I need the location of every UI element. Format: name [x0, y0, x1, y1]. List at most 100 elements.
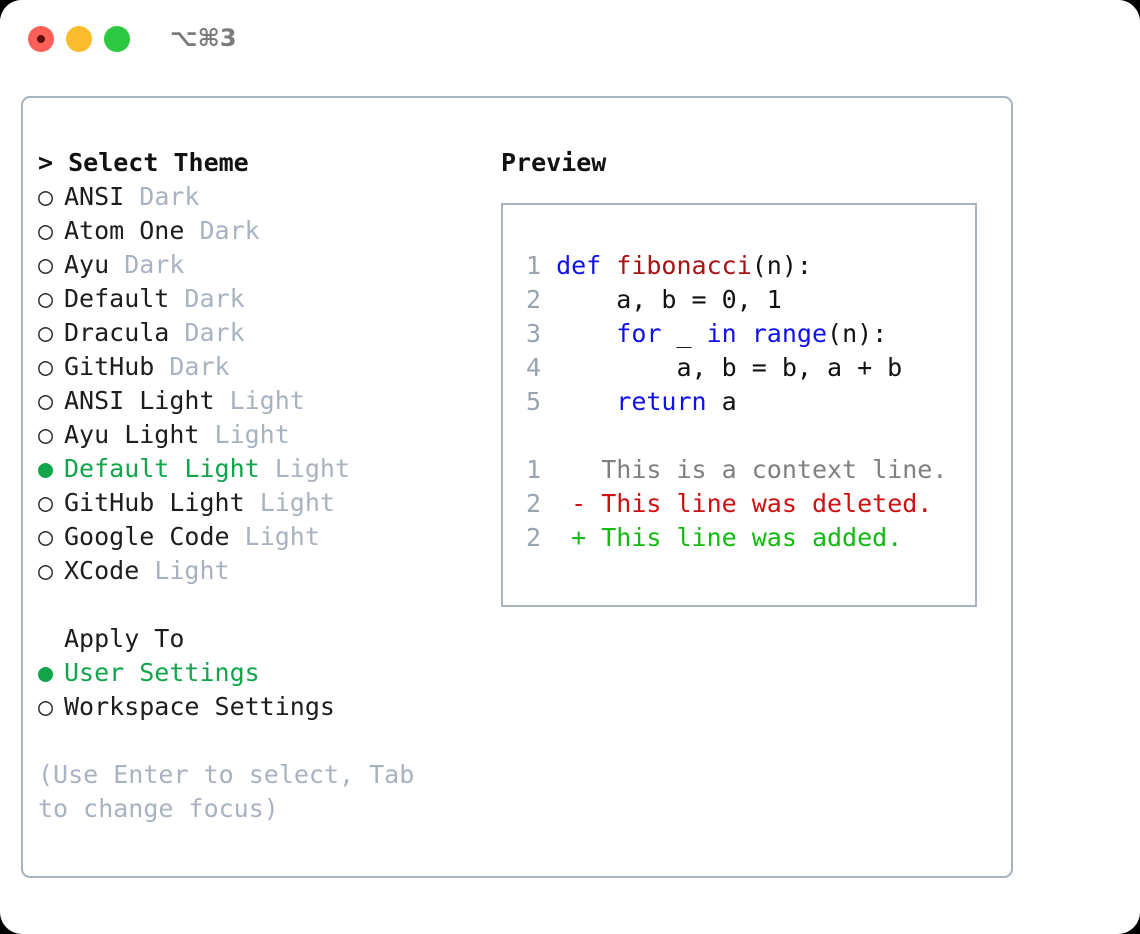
- close-button[interactable]: [28, 26, 54, 52]
- diff-marker: [571, 455, 586, 484]
- theme-option-category: Light: [214, 420, 290, 449]
- diff-sample: 1 This is a context line.2 - This line w…: [515, 453, 969, 555]
- radio-unselected-icon: ○: [38, 386, 54, 415]
- theme-option-list: ○ANSI Dark○Atom One Dark○Ayu Dark○Defaul…: [38, 180, 488, 588]
- theme-option-name: Google Code: [64, 522, 230, 551]
- theme-option-category: Light: [274, 454, 350, 483]
- theme-option-ayu[interactable]: ○Ayu Dark: [38, 248, 488, 282]
- radio-unselected-icon: ○: [38, 522, 54, 551]
- theme-option-name: Ayu Light: [64, 420, 200, 449]
- diff-text: This line was deleted.: [586, 489, 933, 518]
- zoom-button[interactable]: [104, 26, 130, 52]
- theme-option-category: Dark: [184, 284, 245, 313]
- radio-unselected-icon: ○: [38, 318, 54, 347]
- theme-option-default[interactable]: ○ Default Dark: [38, 282, 488, 316]
- radio-selected-icon: ●: [38, 454, 54, 483]
- code-line: 1 def fibonacci(n):: [515, 249, 969, 283]
- code-line: 4 a, b = b, a + b: [515, 351, 969, 385]
- code-token: in: [706, 319, 737, 348]
- theme-option-category: Dark: [184, 318, 245, 347]
- spacer: [199, 418, 214, 452]
- theme-option-ansi[interactable]: ○ANSI Dark: [38, 180, 488, 214]
- theme-option-xcode[interactable]: ○XCode Light: [38, 554, 488, 588]
- apply-to-label: Apply To: [64, 624, 185, 653]
- window-controls: [28, 26, 130, 52]
- apply-to-option-name: Workspace Settings: [64, 692, 335, 721]
- radio-unselected-icon: ○: [38, 216, 54, 245]
- theme-option-category: Light: [244, 522, 320, 551]
- theme-option-default-light[interactable]: ●Default Light Light: [38, 452, 488, 486]
- radio-unselected-icon: ○: [38, 352, 54, 381]
- diff-text: This line was added.: [586, 523, 903, 552]
- minimize-button[interactable]: [66, 26, 92, 52]
- code-token: range: [751, 319, 828, 348]
- theme-list-column: > Select Theme ○ANSI Dark○Atom One Dark○…: [38, 146, 488, 826]
- keyboard-shortcut-label: ⌥⌘3: [170, 24, 237, 52]
- theme-option-atom-one[interactable]: ○Atom One Dark: [38, 214, 488, 248]
- theme-option-category: Dark: [124, 250, 185, 279]
- spacer: [124, 180, 139, 214]
- spacer: [184, 214, 199, 248]
- theme-option-google-code[interactable]: ○ Google Code Light: [38, 520, 488, 554]
- radio-unselected-icon: ○: [38, 284, 54, 313]
- theme-option-github[interactable]: ○GitHub Dark: [38, 350, 488, 384]
- apply-to-option-user-settings[interactable]: ● User Settings: [38, 656, 488, 690]
- spacer: [215, 384, 230, 418]
- theme-option-category: Light: [259, 488, 335, 517]
- radio-unselected-icon: ○: [38, 692, 54, 721]
- diff-line-ctx: 1 This is a context line.: [515, 453, 969, 487]
- line-number: 2: [525, 523, 541, 552]
- code-token: [601, 251, 616, 280]
- apply-to-option-workspace-settings[interactable]: ○ Workspace Settings: [38, 690, 488, 724]
- theme-option-ansi-light[interactable]: ○ ANSI Light Light: [38, 384, 488, 418]
- theme-option-name: Atom One: [64, 216, 185, 245]
- spacer: [260, 452, 275, 486]
- diff-gap: [515, 419, 969, 453]
- code-token: fibonacci: [616, 251, 752, 280]
- apply-to-option-name: User Settings: [64, 658, 260, 687]
- spacer: [169, 316, 184, 350]
- spacer: [169, 282, 184, 316]
- radio-unselected-icon: ○: [38, 182, 54, 211]
- section-spacer: [38, 588, 488, 622]
- keyboard-hint: (Use Enter to select, Tab to change focu…: [38, 760, 415, 823]
- diff-gutter-pad: [541, 489, 571, 518]
- theme-option-github-light[interactable]: ○GitHub Light Light: [38, 486, 488, 520]
- spacer: [109, 248, 124, 282]
- theme-option-name: ANSI Light: [64, 386, 215, 415]
- radio-unselected-icon: ○: [38, 556, 54, 585]
- line-number: 1: [525, 455, 541, 484]
- theme-option-name: GitHub Light: [64, 488, 245, 517]
- spacer: [230, 520, 245, 554]
- theme-option-dracula[interactable]: ○ Dracula Dark: [38, 316, 488, 350]
- code-token: a, b = b, a + b: [541, 353, 903, 382]
- theme-option-name: XCode: [64, 556, 140, 585]
- code-line: 2 a, b = 0, 1: [515, 283, 969, 317]
- preview-column: Preview 1 def fibonacci(n):2 a, b = 0, 1…: [501, 146, 1001, 607]
- diff-marker: +: [571, 523, 587, 552]
- line-number: 4: [525, 353, 541, 382]
- theme-option-name: Dracula: [64, 318, 170, 347]
- code-token: for: [616, 319, 662, 348]
- code-token: [541, 319, 616, 348]
- diff-line-del: 2 - This line was deleted.: [515, 487, 969, 521]
- select-theme-heading: > Select Theme: [38, 148, 249, 177]
- theme-option-category: Light: [229, 386, 305, 415]
- theme-option-ayu-light[interactable]: ○ Ayu Light Light: [38, 418, 488, 452]
- theme-option-name: GitHub: [64, 352, 155, 381]
- code-token: [541, 251, 556, 280]
- apply-to-option-list: ● User Settings ○ Workspace Settings: [38, 656, 488, 724]
- line-number: 2: [525, 285, 541, 314]
- line-number: 2: [525, 489, 541, 518]
- theme-option-name: Default: [64, 284, 170, 313]
- theme-selector-panel: > Select Theme ○ANSI Dark○Atom One Dark○…: [21, 96, 1013, 878]
- line-number: 3: [525, 319, 541, 348]
- code-token: [737, 319, 752, 348]
- radio-selected-icon: ●: [38, 658, 54, 687]
- radio-unselected-icon: ○: [38, 420, 54, 449]
- diff-line-add: 2 + This line was added.: [515, 521, 969, 555]
- code-token: a, b = 0, 1: [541, 285, 782, 314]
